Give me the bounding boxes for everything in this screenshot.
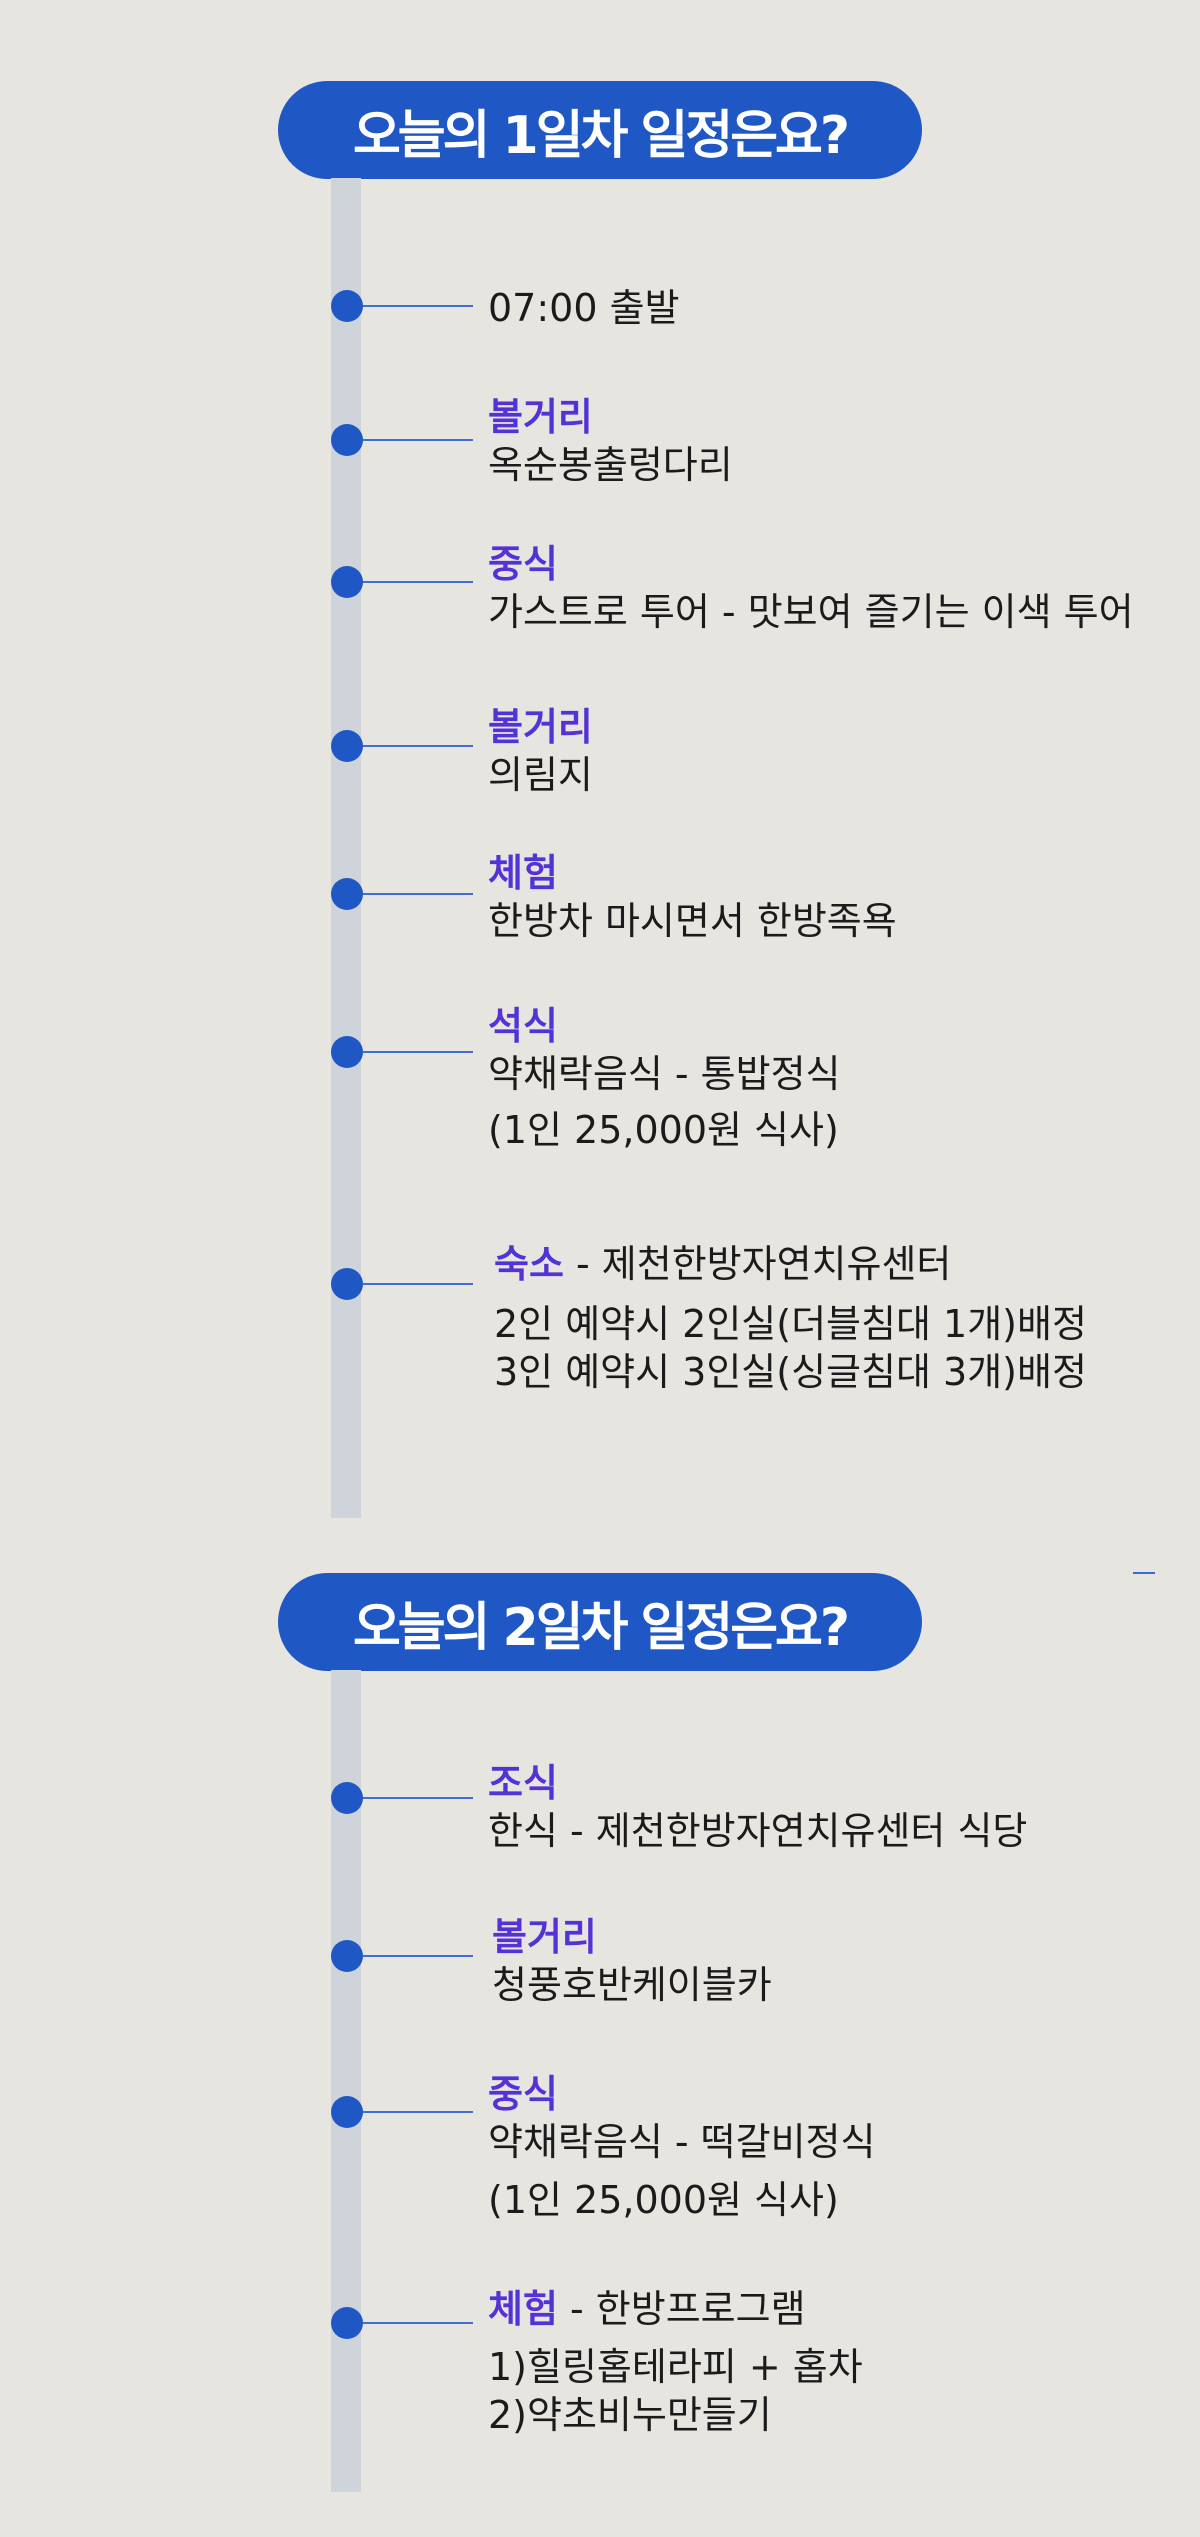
day2-title: 오늘의 2일차 일정은요? xyxy=(352,1597,850,1658)
schedule-text: 볼거리 의림지 xyxy=(488,703,593,799)
schedule-line: 약채락음식 - 통밥정식 xyxy=(488,1052,841,1096)
timeline-dot-icon xyxy=(331,1036,363,1068)
timeline-connector xyxy=(363,893,473,895)
schedule-line: 1)힐링홉테라피 + 홉차 xyxy=(488,2345,863,2389)
schedule-label: 볼거리 xyxy=(492,1915,597,1959)
schedule-text: 볼거리 옥순봉출렁다리 xyxy=(488,393,733,489)
timeline-dot-icon xyxy=(331,290,363,322)
timeline-connector xyxy=(363,2322,473,2324)
timeline-connector xyxy=(363,745,473,747)
timeline-dot-icon xyxy=(331,1268,363,1300)
schedule-text: 07:00 출발 xyxy=(488,284,680,332)
edge-divider-mark xyxy=(1133,1572,1155,1574)
day1-timeline-rail xyxy=(331,178,361,1518)
schedule-line: 3인 예약시 3인실(싱글침대 3개)배정 xyxy=(494,1350,1087,1394)
schedule-text: 체험 - 한방프로그램 1)힐링홉테라피 + 홉차 2)약초비누만들기 xyxy=(488,2285,863,2439)
schedule-label: 중식 xyxy=(488,2072,558,2116)
day1-title-banner: 오늘의 1일차 일정은요? xyxy=(278,81,922,179)
schedule-text: 볼거리 청풍호반케이블카 xyxy=(492,1913,772,2009)
schedule-label: 조식 xyxy=(488,1761,558,1805)
timeline-dot-icon xyxy=(331,2096,363,2128)
schedule-label: 체험 xyxy=(488,2287,558,2331)
schedule-line: 옥순봉출렁다리 xyxy=(488,443,733,487)
timeline-connector xyxy=(363,1051,473,1053)
schedule-line: 07:00 출발 xyxy=(488,286,680,330)
schedule-line: (1인 25,000원 식사) xyxy=(488,2178,839,2222)
timeline-connector xyxy=(363,1797,473,1799)
schedule-text: 체험 한방차 마시면서 한방족욕 xyxy=(488,849,897,945)
schedule-line: 한방차 마시면서 한방족욕 xyxy=(488,899,897,943)
schedule-line: (1인 25,000원 식사) xyxy=(488,1108,839,1152)
timeline-connector xyxy=(363,439,473,441)
schedule-text: 중식 약채락음식 - 떡갈비정식 (1인 25,000원 식사) xyxy=(488,2070,875,2224)
timeline-dot-icon xyxy=(331,730,363,762)
schedule-text: 석식 약채락음식 - 통밥정식 (1인 25,000원 식사) xyxy=(488,1002,841,1154)
schedule-text: 중식 가스트로 투어 - 맛보여 즐기는 이색 투어 xyxy=(488,540,1134,636)
schedule-label: 숙소 xyxy=(494,1242,564,1286)
schedule-label: 체험 xyxy=(488,851,558,895)
schedule-line: 청풍호반케이블카 xyxy=(492,1963,772,2007)
schedule-label: 볼거리 xyxy=(488,395,593,439)
timeline-dot-icon xyxy=(331,2307,363,2339)
timeline-connector xyxy=(363,581,473,583)
timeline-dot-icon xyxy=(331,424,363,456)
schedule-line: 2)약초비누만들기 xyxy=(488,2393,772,2437)
schedule-label: 볼거리 xyxy=(488,705,593,749)
schedule-line: 2인 예약시 2인실(더블침대 1개)배정 xyxy=(494,1302,1087,1346)
schedule-label: 중식 xyxy=(488,542,558,586)
timeline-connector xyxy=(363,1283,473,1285)
schedule-line: 한식 - 제천한방자연치유센터 식당 xyxy=(488,1809,1028,1853)
schedule-label: 석식 xyxy=(488,1004,558,1048)
timeline-dot-icon xyxy=(331,878,363,910)
schedule-text: 조식 한식 - 제천한방자연치유센터 식당 xyxy=(488,1759,1027,1855)
timeline-dot-icon xyxy=(331,1940,363,1972)
schedule-inline-detail: - 한방프로그램 xyxy=(557,2287,806,2331)
timeline-dot-icon xyxy=(331,566,363,598)
day1-title: 오늘의 1일차 일정은요? xyxy=(352,105,850,166)
day2-title-banner: 오늘의 2일차 일정은요? xyxy=(278,1573,922,1671)
timeline-connector xyxy=(363,1955,473,1957)
timeline-dot-icon xyxy=(331,1782,363,1814)
schedule-inline-detail: - 제천한방자연치유센터 xyxy=(563,1242,952,1286)
timeline-connector xyxy=(363,2111,473,2113)
timeline-connector xyxy=(363,305,473,307)
schedule-line: 의림지 xyxy=(488,753,593,797)
schedule-text: 숙소 - 제천한방자연치유센터 2인 예약시 2인실(더블침대 1개)배정 3인… xyxy=(494,1240,1087,1396)
schedule-line: 가스트로 투어 - 맛보여 즐기는 이색 투어 xyxy=(488,590,1134,634)
schedule-line: 약채락음식 - 떡갈비정식 xyxy=(488,2120,876,2164)
